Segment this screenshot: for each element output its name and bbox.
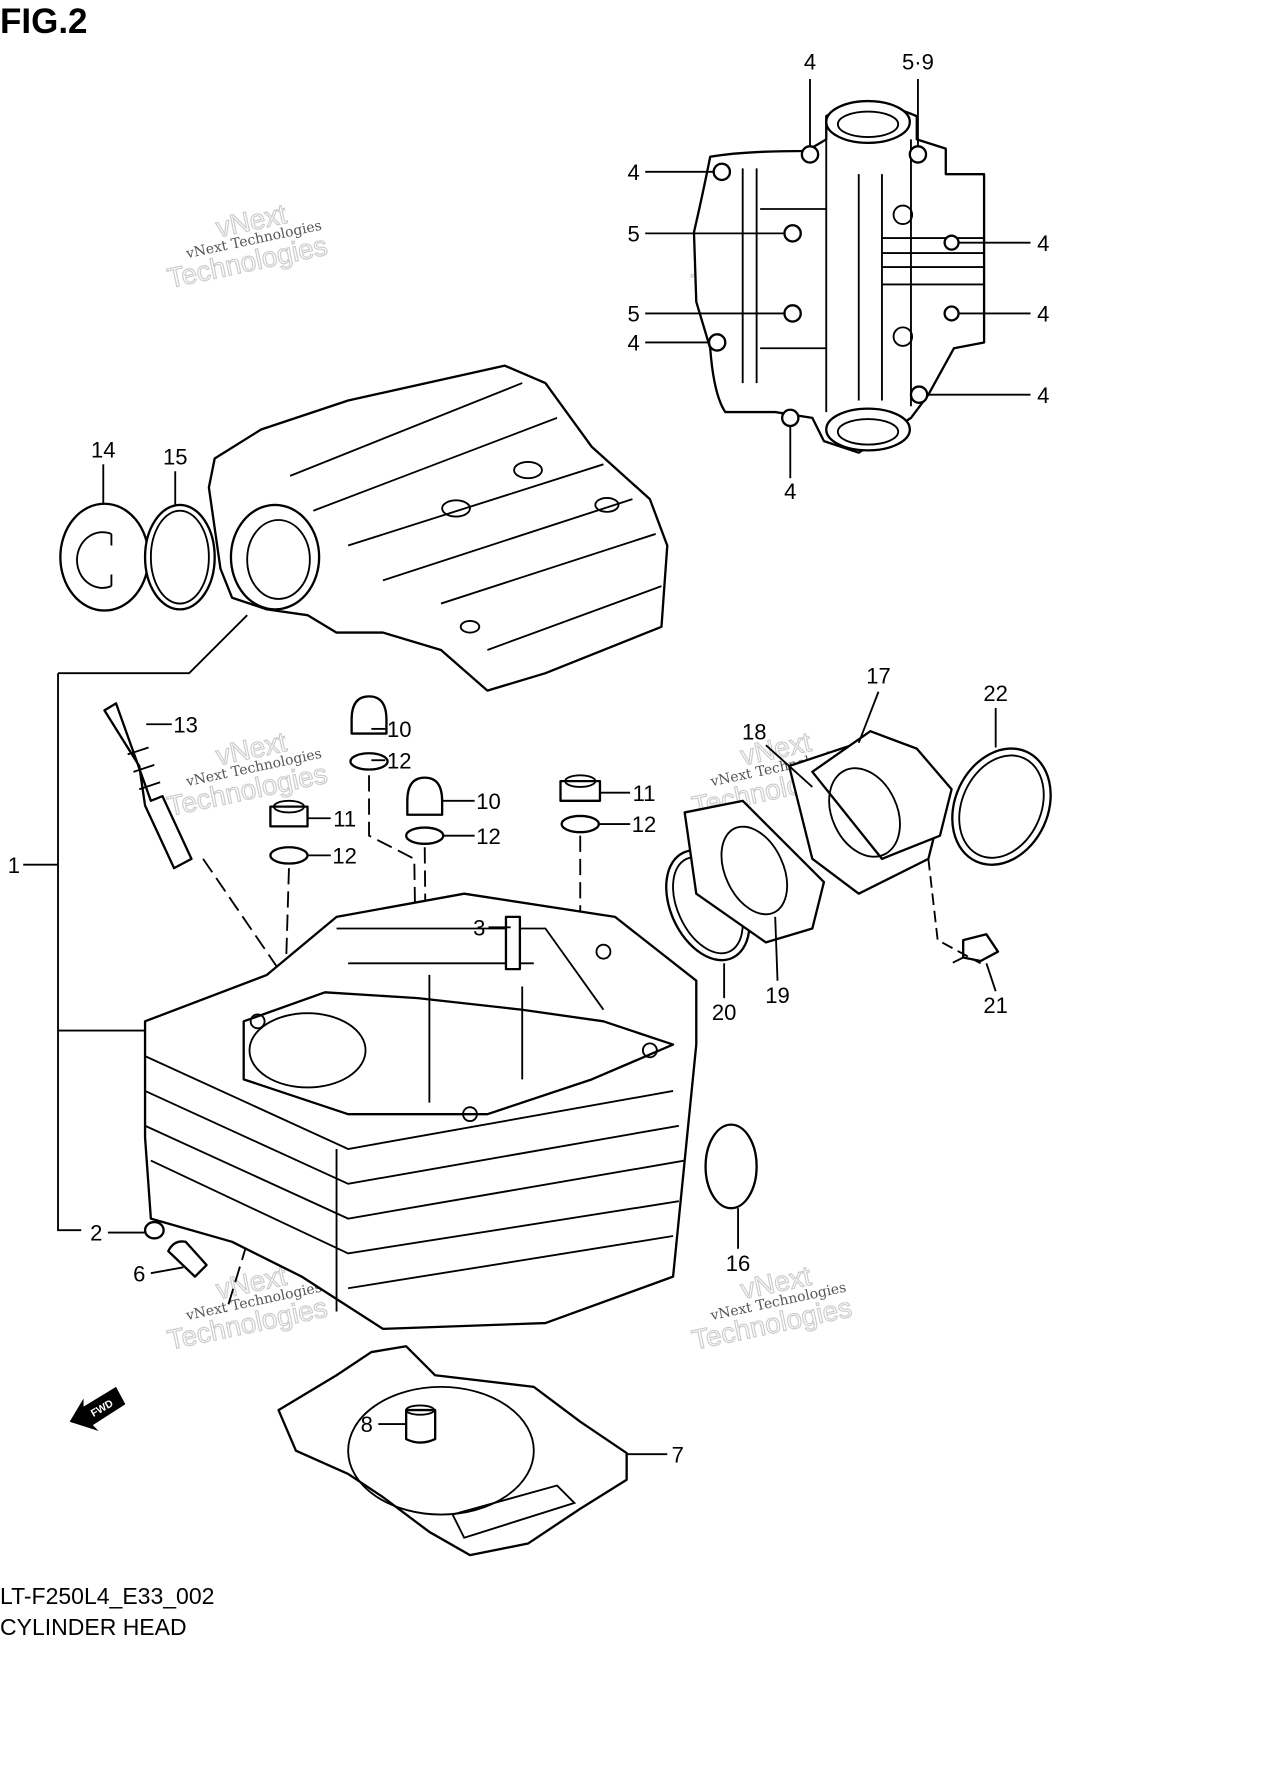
- callout-cap-bolt: 5·9: [902, 50, 934, 147]
- callout-number: 16: [726, 1251, 751, 1276]
- cap-part-14: [59, 502, 150, 612]
- callout-dowel-pin: 8: [361, 1412, 407, 1437]
- callout-o-ring: 2: [90, 1221, 147, 1246]
- callout-number: 4: [784, 479, 796, 504]
- callout-number: 12: [476, 824, 501, 849]
- head-cover: [207, 364, 669, 692]
- callout-number: 4: [627, 160, 639, 185]
- callout-number: 13: [173, 712, 198, 737]
- callout-bolt: 21: [983, 963, 1008, 1018]
- callout-number: 22: [983, 681, 1008, 706]
- forward-arrow-icon: FWD: [69, 1386, 126, 1431]
- leader-line: [857, 691, 880, 744]
- callout-number: 20: [712, 1000, 737, 1025]
- callout-number: 8: [361, 1412, 373, 1437]
- callout-number: 12: [332, 844, 357, 869]
- callout-pipe: 6: [133, 1261, 184, 1286]
- callout-washer: 12: [598, 812, 657, 837]
- leader-line: [150, 1266, 184, 1275]
- callouts: 4 5·9 4 5 5 4 4 4 4 4 14 15 1 13 10 12 11 12 10 12 11 12 3 2 6 8 7…: [8, 50, 1050, 1468]
- callout-cap-bolt: 4: [958, 302, 1049, 327]
- callout-number: 5: [627, 221, 639, 246]
- assembly-bracket: [23, 614, 248, 1232]
- gasket-part-7: [277, 1345, 628, 1557]
- intake-assembly: [665, 730, 1052, 965]
- callout-washer: 12: [307, 844, 357, 869]
- callout-plug: 16: [726, 1208, 751, 1276]
- callout-number: 5·9: [902, 50, 934, 75]
- callout-cap: 14: [91, 437, 116, 504]
- callout-cap-bolt: 4: [927, 383, 1049, 408]
- callout-stud: 3: [473, 915, 511, 940]
- callout-spark-plug: 13: [146, 712, 198, 737]
- callout-number: 4: [1037, 302, 1049, 327]
- callout-cap-bolt: 5: [627, 302, 785, 327]
- fasteners: [202, 695, 602, 1312]
- callout-washer: 12: [371, 748, 411, 773]
- callout-number: 3: [473, 915, 485, 940]
- leader-line: [774, 916, 779, 981]
- callout-nut: 11: [599, 781, 656, 806]
- callout-number: 10: [476, 789, 501, 814]
- callout-number: 12: [387, 748, 412, 773]
- spark-plug-part-13: [103, 702, 193, 870]
- leader-line: [985, 963, 997, 992]
- callout-number: 11: [633, 781, 656, 806]
- leader-line: [765, 744, 813, 788]
- callout-number: 18: [742, 719, 767, 744]
- callout-number: 15: [163, 444, 188, 469]
- callout-number: 6: [133, 1261, 145, 1286]
- o-ring-part-15: [143, 503, 216, 611]
- callout-cap-nut: 10: [442, 789, 501, 814]
- callout-number: 7: [672, 1442, 684, 1467]
- cylinder-head-part-1: [143, 892, 698, 1331]
- callout-number: 12: [632, 812, 657, 837]
- callout-number: 4: [804, 50, 816, 75]
- callout-intake-pipe: 17: [857, 664, 891, 744]
- callout-number: 4: [1037, 231, 1049, 256]
- callout-number: 4: [1037, 383, 1049, 408]
- diagram-caption: CYLINDER HEAD: [0, 1614, 187, 1640]
- camshaft-housing: [692, 99, 986, 454]
- callout-cap-bolt: 5: [627, 221, 785, 246]
- callout-cap-bolt: 4: [627, 331, 710, 356]
- callout-number: 2: [90, 1221, 102, 1246]
- callout-o-ring: 20: [712, 963, 737, 1025]
- plug-part-16: [704, 1123, 758, 1210]
- callout-number: 1: [8, 853, 20, 878]
- callout-number: 14: [91, 437, 116, 462]
- callout-clamp: 22: [983, 681, 1008, 748]
- callout-cylinder-head-assembly: 1: [8, 853, 20, 878]
- callout-number: 21: [983, 993, 1008, 1018]
- callout-cap-bolt: 4: [804, 50, 816, 147]
- callout-number: 11: [333, 806, 356, 831]
- callout-number: 4: [627, 331, 639, 356]
- callout-washer: 12: [443, 824, 501, 849]
- callout-number: 5: [627, 302, 639, 327]
- callout-number: 10: [387, 717, 412, 742]
- callout-nut: 11: [307, 806, 356, 831]
- callout-cap-nut: 10: [371, 717, 411, 742]
- callout-number: 19: [765, 983, 790, 1008]
- figure-title: FIG.2: [0, 2, 88, 41]
- o-ring-part-2: [143, 1220, 165, 1240]
- pipe-part-6: [167, 1240, 208, 1278]
- callout-number: 17: [866, 664, 891, 689]
- diagram-code: LT-F250L4_E33_002: [0, 1583, 215, 1609]
- callout-cap-bolt: 4: [784, 426, 796, 504]
- callout-insulator: 18: [742, 719, 813, 788]
- callout-gasket: 7: [626, 1442, 684, 1467]
- callout-cap-bolt: 4: [958, 231, 1049, 256]
- callout-o-ring: 15: [163, 444, 188, 505]
- callout-insulator: 19: [765, 916, 790, 1008]
- callout-cap-bolt: 4: [627, 160, 714, 185]
